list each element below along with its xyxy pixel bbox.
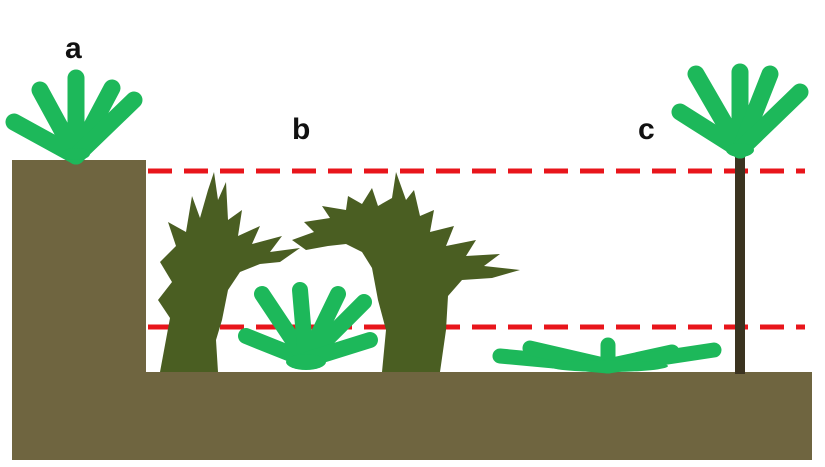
ground: [12, 160, 812, 460]
flattened-plant-icon: [492, 337, 722, 374]
green-fan-plant-icon: [238, 282, 378, 370]
green-fan-plant-icon: [5, 69, 143, 165]
dead-tussock-icon: [158, 172, 300, 372]
label-b: b: [292, 113, 310, 146]
label-a: a: [65, 32, 82, 65]
dead-tussock-icon: [292, 172, 520, 372]
green-fan-plant-on-stem-icon: [671, 63, 809, 374]
label-c: c: [638, 113, 655, 146]
